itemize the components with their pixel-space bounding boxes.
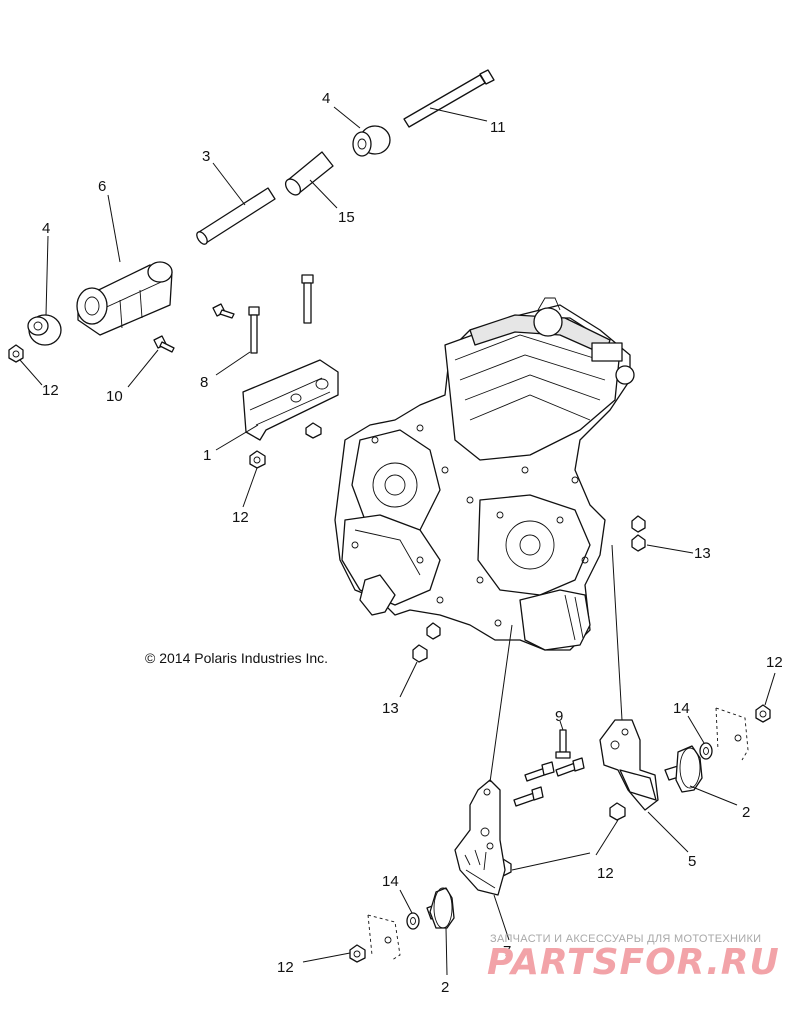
callout-12-lower-right: 12: [597, 865, 614, 882]
mount-plate-part-7: [454, 779, 506, 896]
bolts-part-9: [513, 729, 585, 807]
bracket-part-1: [242, 359, 339, 441]
nut-part-12-left: [8, 344, 24, 363]
bolt-vertical-upper: [301, 274, 314, 324]
nut-part-12-right: [755, 704, 771, 723]
bolt-part-8: [248, 306, 260, 354]
bushing-part-4-left: [27, 314, 62, 346]
callout-4-left: 4: [42, 220, 50, 237]
washer-part-14-bottom: [406, 912, 420, 930]
nut-near-bracket: [305, 422, 322, 439]
mount-block-part-6: [76, 261, 173, 336]
engine-assembly: [334, 297, 635, 651]
callout-14-right: 14: [673, 700, 690, 717]
nut-part-12-bottom: [349, 944, 366, 963]
callout-13-right: 13: [694, 545, 711, 562]
copyright-notice: © 2014 Polaris Industries Inc.: [145, 650, 329, 666]
callout-6: 6: [98, 178, 106, 195]
nuts-part-13-lower: [412, 622, 441, 663]
nuts-part-13-right: [631, 515, 646, 552]
watermark-caption: ЗАПЧАСТИ И АКСЕССУАРЫ ДЛЯ МОТОТЕХНИКИ: [490, 933, 762, 945]
watermark-brand: PARTSFOR.RU: [487, 942, 780, 983]
nut-part-12-center: [249, 450, 266, 469]
callout-15: 15: [338, 209, 355, 226]
callout-8: 8: [200, 374, 208, 391]
callout-7: 7: [503, 943, 511, 960]
callout-numbers: 4 11 3 6 15 4 8 12 10 1 12 13 12 13 9 14…: [42, 90, 783, 996]
callout-3: 3: [202, 148, 210, 165]
bolt-small-near-8: [212, 303, 235, 319]
long-bolt-part-11: [403, 69, 495, 128]
callout-12-bottom: 12: [277, 959, 294, 976]
callout-13-lower: 13: [382, 700, 399, 717]
callout-2-bottom: 2: [441, 979, 449, 996]
callout-9: 9: [555, 708, 563, 725]
frame-outline-bottom: [367, 914, 401, 961]
callout-14-bottom: 14: [382, 873, 399, 890]
callout-11: 11: [490, 119, 506, 136]
callout-12-center: 12: [232, 509, 249, 526]
leader-lines: [19, 106, 776, 976]
callout-1: 1: [203, 447, 211, 464]
callout-2-right: 2: [742, 804, 750, 821]
callout-12-left: 12: [42, 382, 59, 399]
rubber-mount-part-2-right: [664, 745, 703, 793]
rubber-mount-part-2-bottom: [426, 887, 455, 929]
frame-outline-right: [715, 707, 749, 761]
callout-4-top: 4: [322, 90, 330, 107]
nut-part-12-plate: [609, 802, 626, 821]
washer-part-14-right: [699, 742, 713, 760]
bushing-part-4-top: [352, 125, 391, 157]
mount-plate-part-5: [599, 719, 659, 811]
callout-5: 5: [688, 853, 696, 870]
bolt-part-10: [153, 335, 175, 353]
callout-10: 10: [106, 388, 123, 405]
tube-part-3: [196, 187, 276, 245]
callout-12-right: 12: [766, 654, 783, 671]
sleeve-part-15: [284, 151, 334, 196]
